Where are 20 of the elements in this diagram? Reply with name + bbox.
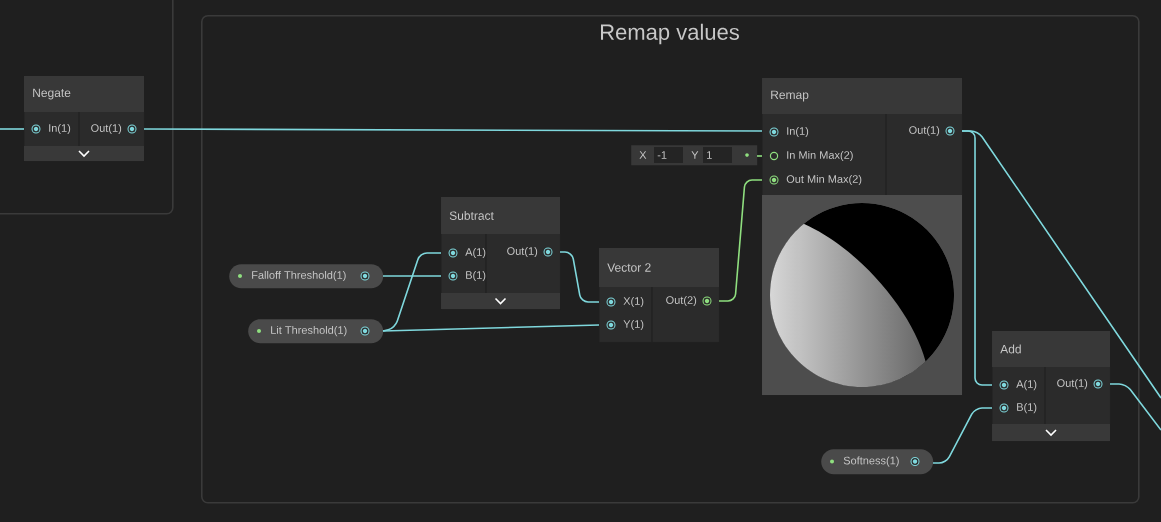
vector-input-field: X -1 Y 1 <box>631 145 758 166</box>
connector <box>961 130 1161 399</box>
connector <box>1109 383 1161 431</box>
graph-node: In(1) In Min Max(2) Out Min Max(2) Out(1) Remap <box>762 78 963 396</box>
connector <box>718 179 763 302</box>
connector <box>382 275 442 277</box>
group-frame <box>0 0 174 215</box>
connector <box>756 155 763 157</box>
connector <box>143 128 763 132</box>
graph-node: A(1) B(1) Out(1) Add <box>992 331 1111 442</box>
property-pill: Lit Threshold(1) <box>248 319 384 344</box>
connector <box>0 128 25 130</box>
graph-node: In(1) Out(1) Negate <box>24 76 145 162</box>
property-pill: Falloff Threshold(1) <box>229 264 384 289</box>
connector <box>932 407 993 464</box>
graph-node: X(1) Y(1) Out(2) Vector 2 <box>599 248 720 343</box>
connector <box>559 251 600 303</box>
property-pill: Softness(1) <box>821 449 934 475</box>
connector <box>382 324 600 332</box>
graph-node: A(1) B(1) Out(1) Subtract <box>441 197 561 310</box>
